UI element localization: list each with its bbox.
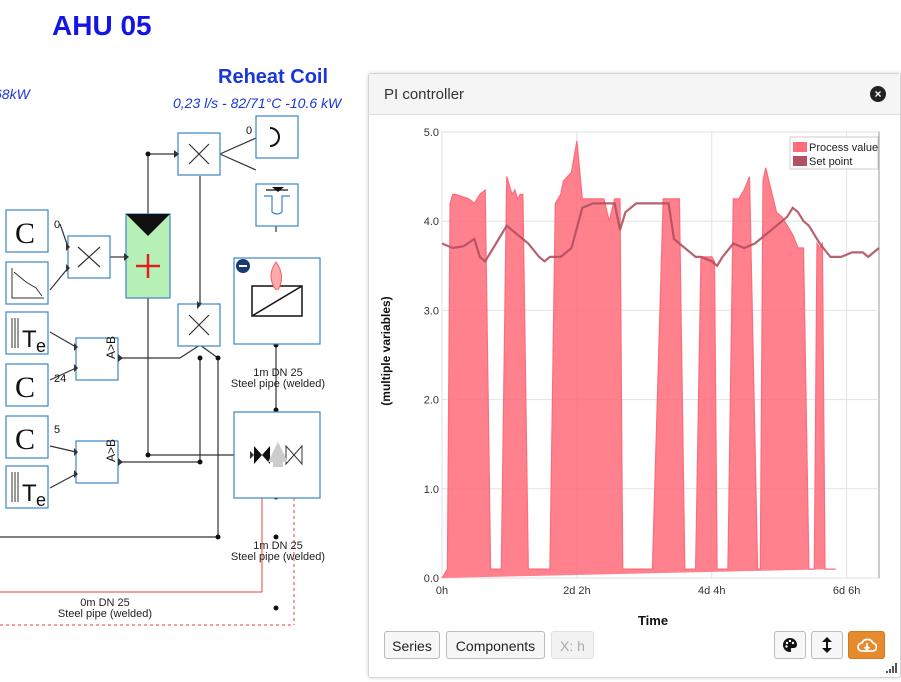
reheat-coil-subtitle: 0,23 l/s - 82/71°C -10.6 kW xyxy=(173,95,342,111)
svg-text:e: e xyxy=(36,490,46,510)
panel-header[interactable]: PI controller × xyxy=(369,74,900,115)
compare-block-1 xyxy=(75,337,119,381)
svg-text:e: e xyxy=(36,336,46,356)
const-symbol-3: C xyxy=(15,423,35,456)
y-tick-label: 3.0 xyxy=(424,305,439,317)
series-button[interactable]: Series xyxy=(384,631,440,659)
panel-title: PI controller xyxy=(384,86,465,103)
legend-label: Set point xyxy=(809,156,852,168)
left-power-label: 68kW xyxy=(0,86,30,102)
process-value-series xyxy=(441,140,836,579)
compare-block-2 xyxy=(75,440,119,484)
pi-chart: 0.0 1.0 2.0 3.0 4.0 5.0 0h 2d 2h 4d 4h 6d 6h Proc… xyxy=(379,127,880,627)
components-button[interactable]: Components xyxy=(446,631,545,659)
x-tick-label: 0h xyxy=(436,585,448,597)
control-diagram: C C C Te Te A>B A>B 0 24 5 0 xyxy=(0,115,321,626)
y-axis-label: (multiple variables) xyxy=(379,296,393,405)
cloud-download-icon[interactable] xyxy=(848,631,885,659)
vertical-resize-icon[interactable] xyxy=(811,631,843,659)
x-unit-button[interactable]: X: h xyxy=(551,631,594,659)
legend-swatch xyxy=(793,142,807,152)
x-tick-label: 2d 2h xyxy=(563,585,591,597)
legend-swatch xyxy=(793,156,807,166)
set-point-series xyxy=(441,202,880,268)
y-tick-label: 1.0 xyxy=(424,484,439,496)
const-value-3: 5 xyxy=(54,424,60,436)
gain-value: 0 xyxy=(246,125,252,137)
resize-handle-icon[interactable] xyxy=(884,661,898,675)
y-tick-label: 0.0 xyxy=(424,573,439,585)
svg-text:T: T xyxy=(22,326,37,353)
y-tick-label: 5.0 xyxy=(424,127,439,139)
svg-text:A>B: A>B xyxy=(104,336,118,359)
svg-text:A>B: A>B xyxy=(104,439,118,462)
constant-block-3 xyxy=(5,415,49,459)
temp-block-1 xyxy=(5,311,49,355)
y-tick-label: 4.0 xyxy=(424,216,439,228)
x-axis-label: Time xyxy=(638,613,668,627)
palette-icon[interactable] xyxy=(774,631,806,659)
close-icon[interactable]: × xyxy=(870,86,886,102)
y-tick-label: 2.0 xyxy=(424,395,439,407)
x-tick-label: 4d 4h xyxy=(698,585,726,597)
svg-text:T: T xyxy=(22,480,37,507)
legend-label: Process value xyxy=(809,142,878,154)
constant-block-2 xyxy=(5,363,49,407)
x-tick-label: 6d 6h xyxy=(833,585,861,597)
pi-controller-panel: PI controller × 0.0 1.0 2.0 3.0 4.0 5.0 0h 2d 2… xyxy=(368,73,901,678)
constant-block-1 xyxy=(5,209,49,253)
reheat-coil-title: Reheat Coil xyxy=(218,66,329,88)
const-symbol-2: C xyxy=(15,371,35,404)
const-symbol-1: C xyxy=(15,217,35,250)
gain-block xyxy=(255,115,299,159)
const-value-2: 24 xyxy=(54,373,66,385)
temp-block-2 xyxy=(5,465,49,509)
page-title: AHU 05 xyxy=(52,10,152,41)
const-value-1: 0 xyxy=(54,219,60,231)
